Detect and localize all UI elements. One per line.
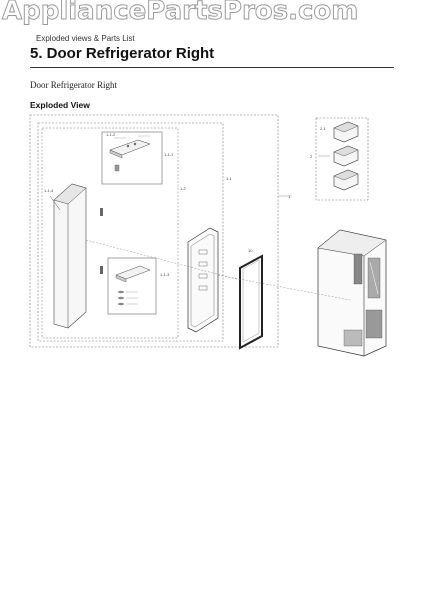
callout-side-parts: 1-1-4	[44, 188, 54, 193]
door-inner-liner	[187, 227, 219, 333]
page-title: 5. Door Refrigerator Right	[30, 45, 215, 62]
leader-line-cabinet	[217, 274, 351, 301]
callout-cap: 1-1-3	[160, 272, 170, 277]
top-hinge-box	[101, 131, 163, 185]
callout-small-top: 1-1-2	[106, 132, 116, 137]
door-gasket-inner	[242, 259, 260, 343]
page-subtitle: Door Refrigerator Right	[30, 80, 117, 90]
side-bracket-top	[100, 208, 103, 216]
refrigerator-cabinet	[317, 229, 387, 357]
door-bin-2	[333, 145, 359, 167]
callout-bins: 2	[310, 154, 313, 159]
section-breadcrumb: Exploded views & Parts List	[36, 34, 135, 43]
bottom-hinge-box	[107, 257, 157, 315]
watermark: AppliancePartsPros.com	[1, 0, 359, 27]
door-gasket	[239, 254, 263, 350]
callout-gasket: 10	[248, 248, 253, 253]
callout-top-hinge: 1-1-1	[164, 152, 174, 157]
door-assembly-outline	[37, 122, 224, 342]
door-outer-panel	[49, 183, 87, 329]
callout-main: 1	[288, 194, 291, 199]
title-divider	[30, 67, 394, 68]
side-bracket-bottom	[100, 266, 103, 274]
bins-outline	[315, 117, 369, 201]
callout-door-outer: 1-1	[226, 176, 233, 181]
callout-bin-single: 2-1	[320, 126, 327, 131]
exploded-view-label: Exploded View	[30, 100, 90, 110]
bottom-hinge-part	[115, 265, 151, 306]
callout-door-inner: 1-2	[180, 186, 187, 191]
door-subassembly-outline	[41, 127, 179, 339]
door-bin-1	[333, 121, 359, 143]
main-assembly-outline	[29, 114, 279, 348]
top-hinge-part	[109, 135, 151, 172]
door-bin-3	[333, 169, 359, 191]
